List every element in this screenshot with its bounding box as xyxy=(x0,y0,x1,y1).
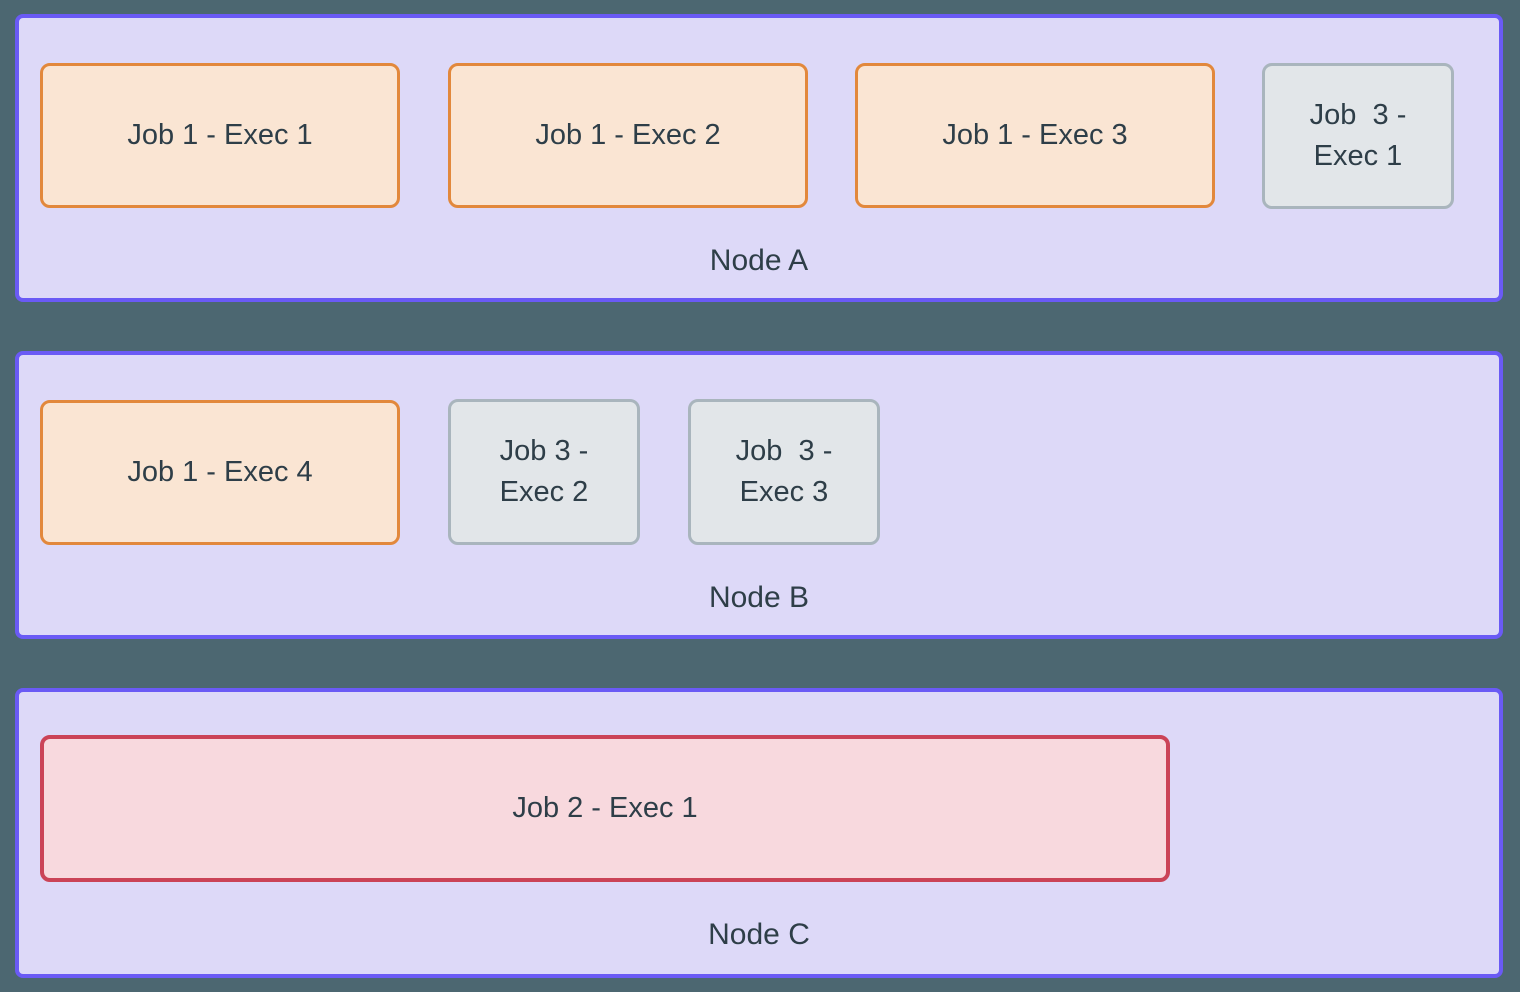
node-c-label: Node C xyxy=(708,918,810,951)
executor-box-job1-exec1: Job 1 - Exec 1 xyxy=(40,63,400,208)
executor-box-job3-exec1: Job 3 - Exec 1 xyxy=(1262,63,1454,209)
executor-box-job1-exec4: Job 1 - Exec 4 xyxy=(40,400,400,545)
executor-box-job3-exec3: Job 3 - Exec 3 xyxy=(688,399,880,545)
executor-box-job1-exec2: Job 1 - Exec 2 xyxy=(448,63,808,208)
node-b-container: Job 1 - Exec 4 Job 3 - Exec 2 Job 3 - Ex… xyxy=(15,351,1503,639)
node-b-label: Node B xyxy=(708,581,810,614)
node-a-label: Node A xyxy=(709,244,809,277)
executor-box-job2-exec1: Job 2 - Exec 1 xyxy=(40,735,1170,882)
node-c-container: Job 2 - Exec 1 Node C xyxy=(15,688,1503,978)
executor-box-job1-exec3: Job 1 - Exec 3 xyxy=(855,63,1215,208)
node-a-container: Job 1 - Exec 1 Job 1 - Exec 2 Job 1 - Ex… xyxy=(15,14,1503,302)
executor-box-job3-exec2: Job 3 - Exec 2 xyxy=(448,399,640,545)
